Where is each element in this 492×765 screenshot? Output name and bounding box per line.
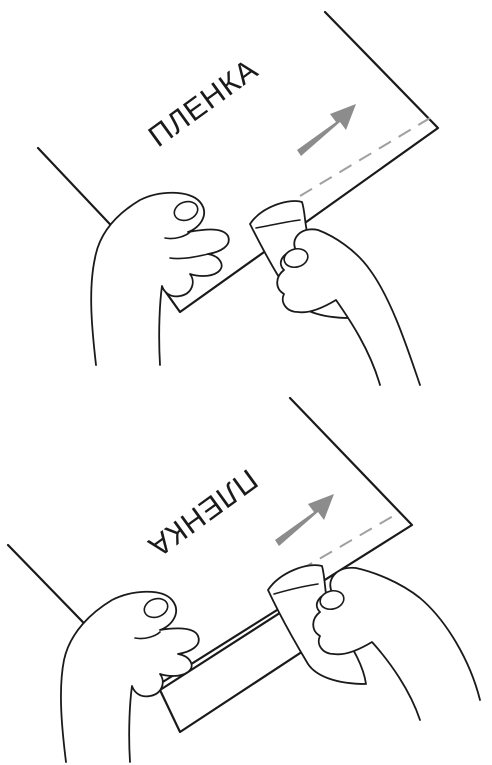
right-hand-2	[313, 568, 480, 720]
dashed-peel-line	[300, 118, 430, 196]
step-1-panel: ПЛЕНКА	[38, 12, 438, 385]
direction-arrow-2	[275, 494, 334, 546]
step-2-panel: ПЛЕНКА	[8, 398, 480, 762]
left-hand	[91, 193, 229, 365]
dashed-peel-line-2	[300, 515, 395, 570]
film-label: ПЛЕНКА	[143, 53, 265, 154]
direction-arrow	[297, 104, 356, 156]
left-hand-2	[61, 592, 199, 762]
film-label-2: ПЛЕНКА	[142, 462, 264, 563]
